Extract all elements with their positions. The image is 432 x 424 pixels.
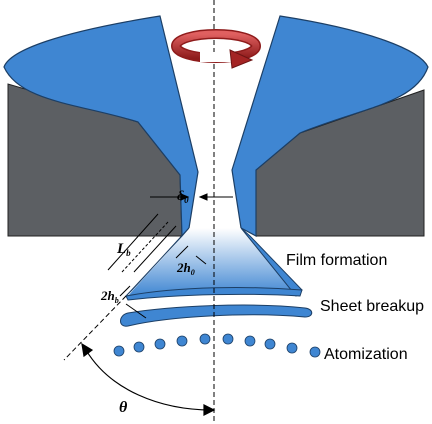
liquid-film <box>128 228 302 296</box>
droplet <box>133 341 145 353</box>
h0-dimension <box>175 245 207 265</box>
two-h0-label: 2h0 <box>176 260 195 277</box>
sheet-breakup-ligament <box>120 304 313 327</box>
droplet <box>222 333 234 345</box>
spray-angle-line <box>63 295 127 361</box>
droplet <box>309 346 321 358</box>
Lb-label: Lb <box>116 241 131 258</box>
film-edge-left <box>125 227 190 297</box>
atomization-droplets <box>113 333 321 358</box>
film-formation-label: Film formation <box>286 252 387 269</box>
hb-dimension <box>119 285 147 319</box>
film-bottom <box>125 287 303 301</box>
droplet <box>244 335 256 347</box>
droplet <box>113 345 125 357</box>
liquid-wall-right <box>231 15 429 237</box>
theta-arc <box>81 342 216 416</box>
delta-dimension <box>150 193 233 201</box>
droplet <box>199 333 211 345</box>
atomization-label: Atomization <box>324 346 408 363</box>
two-hb-label: 2hb <box>100 288 119 305</box>
sheet-breakup-label: Sheet breakup <box>320 298 424 315</box>
Lb-dimension <box>107 213 177 273</box>
droplet <box>176 335 188 347</box>
droplet <box>154 338 166 350</box>
rotation-arrow-icon <box>171 29 261 69</box>
droplet <box>286 342 298 354</box>
droplet <box>264 338 276 350</box>
delta-label: δ0 <box>177 189 189 205</box>
theta-label: θ <box>119 399 128 416</box>
